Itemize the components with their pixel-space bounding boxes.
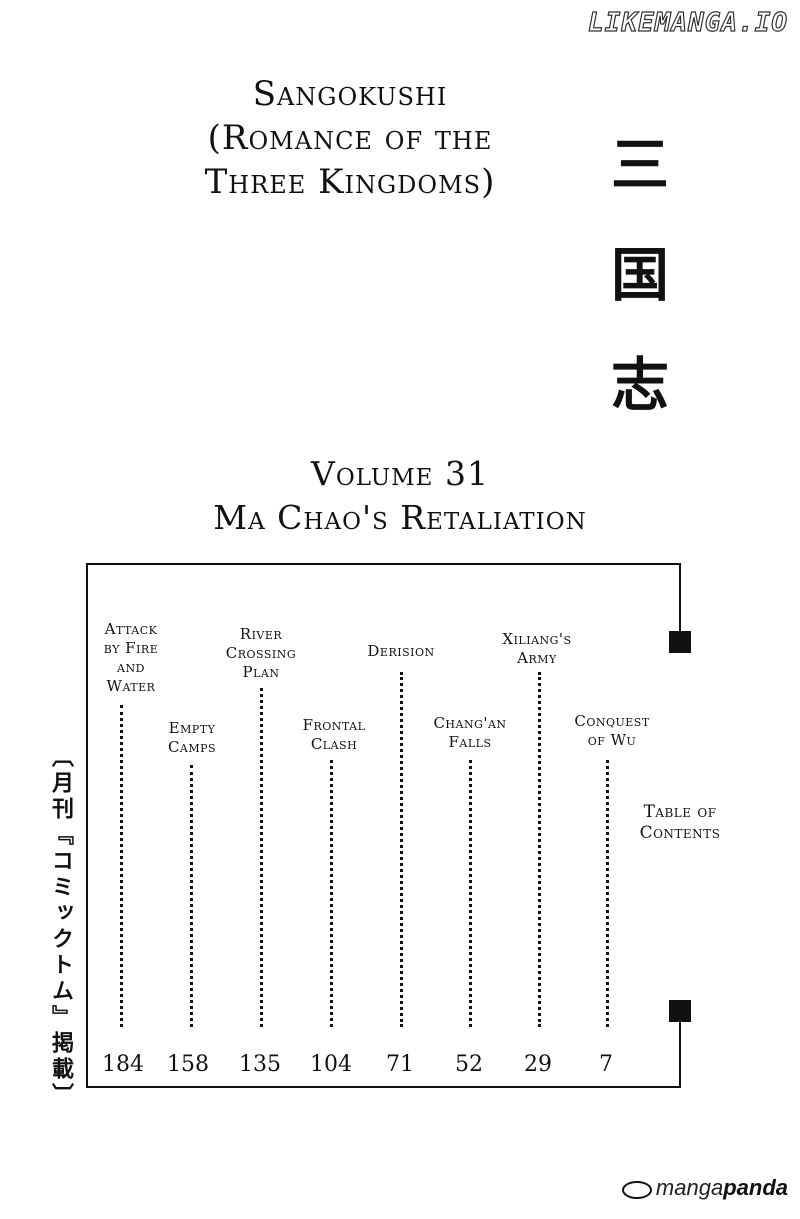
chapter-7-line-2: Army bbox=[517, 649, 557, 667]
chapter-leader-4 bbox=[330, 760, 333, 1027]
frame-square-top bbox=[669, 631, 691, 653]
chapter-1-line-2: by Fire bbox=[103, 639, 159, 657]
mangapanda-logo: mangapanda bbox=[621, 1175, 788, 1201]
chapter-page-6: 52 bbox=[455, 1052, 483, 1077]
chapter-3-line-3: Plan bbox=[242, 663, 280, 681]
chapter-6-line-2: Falls bbox=[448, 733, 492, 751]
chapter-page-3: 135 bbox=[239, 1052, 281, 1077]
logo-text-panda: panda bbox=[723, 1175, 788, 1200]
series-title-line-1: Sangokushi bbox=[252, 74, 448, 114]
kanji-title: 三 国 志 bbox=[600, 110, 680, 440]
chapter-1-line-3: and bbox=[117, 658, 145, 676]
chapter-label-3: River Crossing Plan bbox=[206, 625, 316, 682]
chapter-label-1: Attack by Fire and Water bbox=[76, 620, 186, 696]
chapter-8-line-2: of Wu bbox=[587, 731, 637, 749]
chapter-leader-2 bbox=[190, 765, 193, 1027]
chapter-1-line-4: Water bbox=[106, 677, 156, 695]
toc-heading-line-2: Contents bbox=[639, 823, 721, 843]
chapter-leader-6 bbox=[469, 760, 472, 1027]
chapter-page-2: 158 bbox=[167, 1052, 209, 1077]
chapter-page-5: 71 bbox=[386, 1052, 414, 1077]
chapter-label-5: Derision bbox=[346, 642, 456, 661]
watermark-text: LIKEMANGA.IO bbox=[588, 7, 788, 38]
chapter-label-4: Frontal Clash bbox=[279, 716, 389, 754]
series-title: Sangokushi (Romance of the Three Kingdom… bbox=[130, 72, 570, 204]
toc-frame bbox=[86, 563, 680, 1088]
chapter-label-8: Conquest of Wu bbox=[557, 712, 667, 750]
chapter-8-line-1: Conquest bbox=[574, 712, 650, 730]
chapter-label-6: Chang'an Falls bbox=[415, 714, 525, 752]
volume-subtitle: Ma Chao's Retaliation bbox=[213, 498, 587, 537]
chapter-leader-7 bbox=[538, 672, 541, 1027]
kanji-char-2: 国 bbox=[610, 241, 669, 309]
chapter-4-line-2: Clash bbox=[310, 735, 358, 753]
toc-frame-right-bottom bbox=[679, 1020, 681, 1088]
chapter-page-7: 29 bbox=[524, 1052, 552, 1077]
logo-text-manga: manga bbox=[655, 1175, 724, 1200]
chapter-page-8: 7 bbox=[599, 1052, 613, 1077]
kanji-char-1: 三 bbox=[610, 131, 669, 199]
volume-title: Volume 31 Ma Chao's Retaliation bbox=[100, 452, 700, 540]
chapter-leader-5 bbox=[400, 672, 403, 1027]
toc-frame-right-top bbox=[679, 563, 681, 633]
kanji-char-3: 志 bbox=[610, 351, 669, 419]
chapter-7-line-1: Xiliang's bbox=[502, 630, 572, 648]
frame-square-bottom bbox=[669, 1000, 691, 1022]
volume-number: Volume 31 bbox=[311, 454, 489, 493]
chapter-4-line-1: Frontal bbox=[302, 716, 366, 734]
chapter-3-line-2: Crossing bbox=[225, 644, 297, 662]
chapter-leader-3 bbox=[260, 688, 263, 1027]
serialization-note: 〔月刊『コミックトム』掲載〕 bbox=[48, 745, 73, 1109]
chapter-6-line-1: Chang'an bbox=[433, 714, 507, 732]
toc-heading: Table of Contents bbox=[620, 802, 740, 844]
chapter-page-4: 104 bbox=[310, 1052, 352, 1077]
chapter-label-7: Xiliang's Army bbox=[482, 630, 592, 668]
chapter-2-line-1: Empty bbox=[168, 719, 216, 737]
series-title-line-3: Three Kingdoms) bbox=[204, 162, 496, 202]
toc-heading-line-1: Table of bbox=[643, 802, 717, 822]
chapter-2-line-2: Camps bbox=[167, 738, 217, 756]
chapter-leader-1 bbox=[120, 705, 123, 1027]
chapter-5-line-1: Derision bbox=[367, 642, 435, 660]
chapter-3-line-1: River bbox=[239, 625, 283, 643]
series-title-line-2: (Romance of the bbox=[207, 118, 493, 158]
panda-icon bbox=[621, 1177, 652, 1199]
chapter-leader-8 bbox=[606, 760, 609, 1027]
chapter-1-line-1: Attack bbox=[104, 620, 158, 638]
chapter-page-1: 184 bbox=[102, 1052, 144, 1077]
chapter-label-2: Empty Camps bbox=[137, 719, 247, 757]
